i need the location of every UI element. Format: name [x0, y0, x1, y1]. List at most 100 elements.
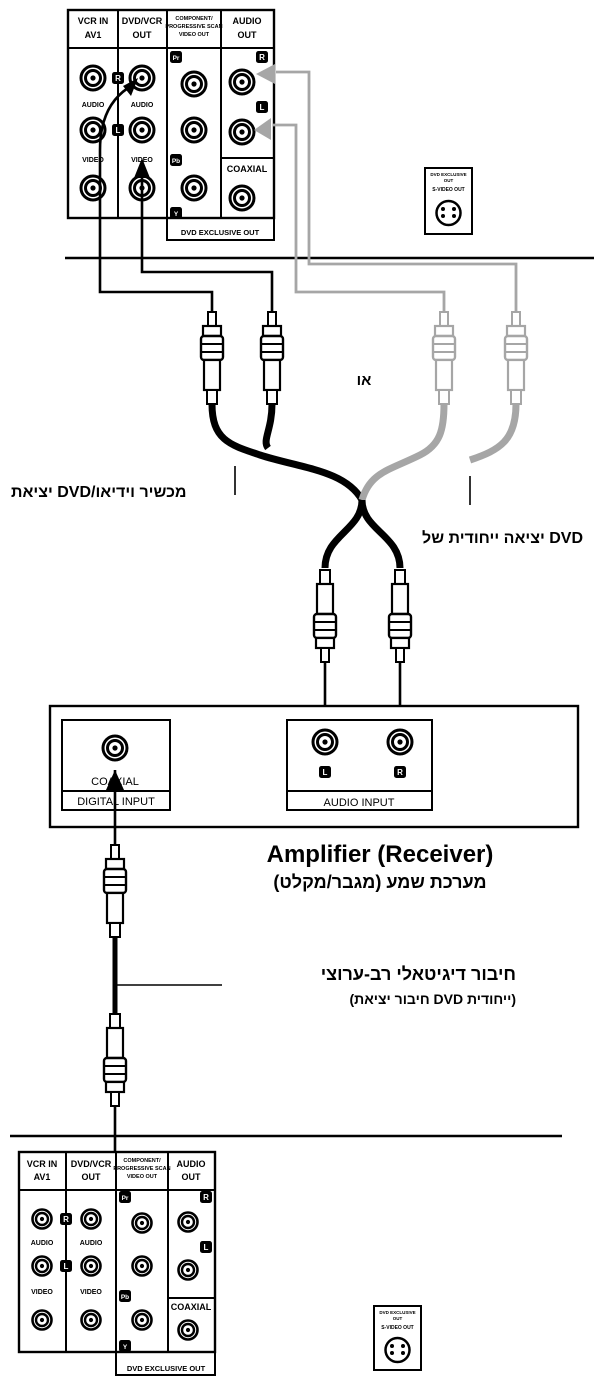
digital-title-he: חיבור דיגיטאלי רב-ערוצי	[321, 964, 516, 984]
dvd-vcr-out-label-he: יציאת DVD/מכשיר וידיאו	[11, 484, 187, 501]
b-vcr-in-label: VCR IN	[27, 1159, 58, 1169]
amp-audio-r-jack	[386, 728, 414, 756]
amplifier-panel: COAXIAL DIGITAL INPUT L R AUDIO INPUT	[48, 704, 580, 829]
svideo-box-top: DVD EXCLUSIVE OUT S-VIDEO OUT	[424, 167, 473, 235]
av1-label: AV1	[85, 30, 102, 40]
b-pb-jack-top	[131, 1255, 153, 1277]
b-svideo-line2: OUT	[393, 1316, 403, 1321]
plug-down-left	[312, 568, 338, 664]
dvd-exclusive-out-label: DVD EXCLUSIVE OUT	[181, 228, 260, 237]
b-out-label: OUT	[82, 1172, 102, 1182]
dvd-vcr-audio-l-jack	[128, 116, 156, 144]
pb-jack-top	[180, 116, 208, 144]
b-audio-out-l-jack	[177, 1259, 199, 1281]
b-vcr-video-label: VIDEO	[31, 1289, 53, 1296]
out-label: OUT	[133, 30, 153, 40]
plug-gray-left	[431, 310, 457, 406]
vcr-in-video-jack	[79, 174, 107, 202]
b-dvdvcr-video-label: VIDEO	[80, 1289, 102, 1296]
amp-r-badge-text: R	[397, 768, 403, 777]
or-label: או	[357, 372, 372, 389]
b-progressive-label: PROGRESSIVE SCAN	[113, 1166, 170, 1172]
b-audio-out-label: AUDIO	[177, 1159, 206, 1169]
b-audio-l-badge-text: L	[204, 1243, 209, 1252]
b-pr-jack	[131, 1212, 153, 1234]
audio-input-label: AUDIO INPUT	[324, 797, 395, 809]
b-r-badge-text: R	[63, 1215, 69, 1224]
y-jack	[180, 174, 208, 202]
b-vcr-in-audio-l-jack	[31, 1255, 53, 1277]
digital-sub-he: (חיבור יציאת DVD ייחודית)	[350, 991, 517, 1007]
audio-out-l-jack	[228, 118, 256, 146]
amplifier-title-en: Amplifier (Receiver)	[267, 841, 494, 868]
vcr-in-audio-r-jack	[79, 64, 107, 92]
dvd-exclusive-label-he: יציאה ייחודית של DVD	[422, 529, 583, 547]
svideo-line2: OUT	[444, 178, 454, 183]
coaxial-jack-top	[228, 184, 256, 212]
b-svideo-jack	[384, 1336, 411, 1364]
plug-gray-right	[503, 310, 529, 406]
b-audio-out-r-jack	[177, 1211, 199, 1233]
b-y-jack	[131, 1309, 153, 1331]
plug-black-left	[199, 310, 225, 406]
b-pb-badge-text: Pb	[121, 1294, 129, 1301]
plug-black-right	[259, 310, 285, 406]
b-coaxial-jack	[177, 1319, 199, 1341]
vcr-in-label: VCR IN	[78, 16, 109, 26]
b-dvdvcr-audio-label: AUDIO	[80, 1240, 103, 1247]
b-audio-r-badge-text: R	[203, 1193, 209, 1202]
b-vcr-audio-label: AUDIO	[31, 1240, 54, 1247]
b-dvd-vcr-label: DVD/VCR	[71, 1159, 112, 1169]
b-dvd-exclusive-out-label: DVD EXCLUSIVE OUT	[127, 1364, 206, 1373]
audio-out-r-jack	[228, 68, 256, 96]
component-label: COMPONENT/	[175, 16, 213, 22]
video-out-label: VIDEO OUT	[179, 32, 210, 38]
b-dvd-vcr-video-jack	[80, 1309, 102, 1331]
progressive-label: PROGRESSIVE SCAN	[165, 24, 222, 30]
svideo-line1: DVD EXCLUSIVE	[430, 172, 466, 177]
top-back-panel: VCR IN AV1 DVD/VCR OUT COMPONENT/ PROGRE…	[66, 8, 276, 241]
audio-l-badge-text: L	[260, 103, 265, 112]
audio-r-badge-text: R	[259, 53, 265, 62]
pr-jack	[180, 70, 208, 98]
dvd-vcr-label: DVD/VCR	[122, 16, 163, 26]
svideo-jack	[435, 199, 462, 227]
y-badge-text: Y	[174, 211, 179, 218]
b-audio-out-label-2: OUT	[182, 1172, 202, 1182]
vcr-audio-label: AUDIO	[82, 102, 105, 109]
plug-down-right	[387, 568, 413, 664]
bottom-back-panel: VCR IN AV1 DVD/VCR OUT COMPONENT/ PROGRE…	[17, 1150, 217, 1376]
coaxial-label-top: COAXIAL	[227, 164, 268, 174]
b-vcr-in-video-jack	[31, 1309, 53, 1331]
digital-plug-top	[102, 843, 128, 939]
b-component-label: COMPONENT/	[123, 1158, 161, 1164]
b-l-badge-text: L	[64, 1262, 69, 1271]
b-y-badge-text: Y	[123, 1344, 128, 1351]
b-video-out-label: VIDEO OUT	[127, 1174, 158, 1180]
amp-coaxial-jack	[101, 734, 129, 762]
b-coaxial-label: COAXIAL	[171, 1302, 212, 1312]
svideo-box-bottom: DVD EXCLUSIVE OUT S-VIDEO OUT	[373, 1305, 422, 1371]
dvdvcr-audio-label: AUDIO	[131, 102, 154, 109]
audio-out-label: AUDIO	[233, 16, 262, 26]
b-dvd-vcr-audio-r-jack	[80, 1208, 102, 1230]
b-svideo-line1: DVD EXCLUSIVE	[379, 1310, 415, 1315]
pb-badge-text: Pb	[172, 158, 180, 165]
l-badge-text: L	[116, 126, 121, 135]
digital-plug-bottom	[102, 1012, 128, 1108]
svideo-line3: S-VIDEO OUT	[432, 187, 465, 193]
b-dvd-vcr-audio-l-jack	[80, 1255, 102, 1277]
amplifier-title-he: מערכת שמע (מגבר/מקלט)	[273, 872, 486, 892]
b-pr-badge-text: Pr	[122, 1195, 129, 1202]
amp-l-badge-text: L	[323, 768, 328, 777]
b-vcr-in-audio-r-jack	[31, 1208, 53, 1230]
b-svideo-line3: S-VIDEO OUT	[381, 1325, 414, 1331]
cables-top	[98, 64, 529, 730]
r-badge-text: R	[115, 74, 121, 83]
audio-out-label-2: OUT	[238, 30, 258, 40]
amp-audio-l-jack	[311, 728, 339, 756]
vcr-video-label: VIDEO	[82, 157, 104, 164]
pr-badge-text: Pr	[173, 55, 180, 62]
